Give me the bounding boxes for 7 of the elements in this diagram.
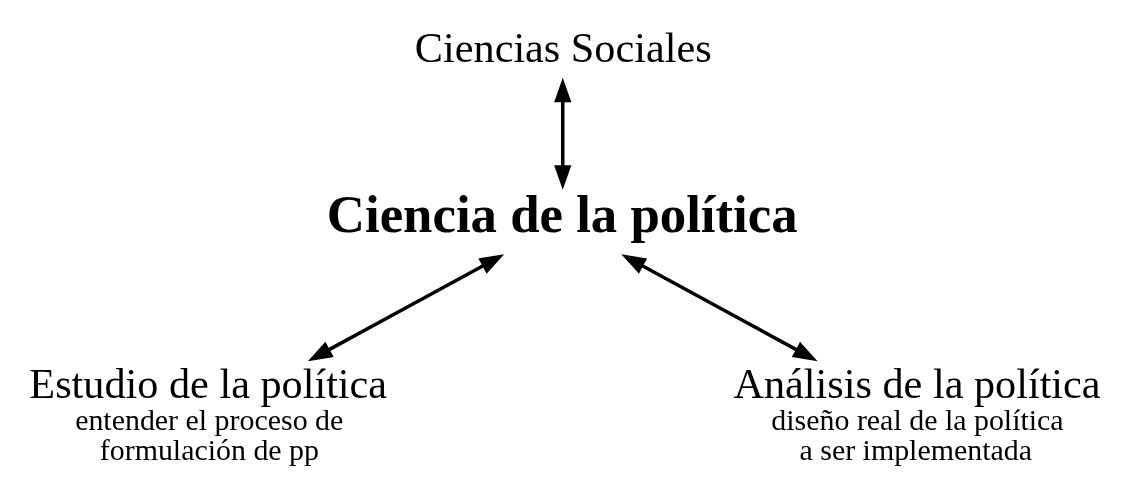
node-text: Ciencias Sociales — [414, 23, 712, 71]
node-text: Estudio de la política entender el proceso de formulación de pp — [29, 359, 388, 466]
arrow — [621, 253, 818, 361]
node-text: Ciencia de la política — [326, 184, 798, 243]
arrow — [554, 77, 572, 190]
node-text: Análisis de la política diseño real de la política a ser implementada — [733, 359, 1101, 466]
arrow — [307, 253, 505, 361]
